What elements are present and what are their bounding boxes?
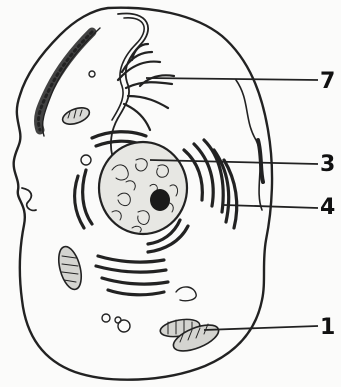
label-4: 4	[320, 195, 335, 220]
pointer-line-1	[204, 326, 318, 330]
label-7: 7	[320, 69, 335, 94]
label-1: 1	[320, 315, 335, 340]
nucleolus	[150, 189, 170, 211]
pointer-line-7	[146, 78, 318, 80]
structure-3-nucleus	[99, 142, 187, 234]
label-3: 3	[320, 152, 335, 177]
mitochondrion-lower-left	[55, 244, 86, 292]
membrane-thickening	[258, 140, 263, 182]
mitochondrion-upper-left	[60, 105, 91, 128]
er-tubule-inner	[112, 18, 144, 120]
nuclear-envelope	[99, 142, 187, 234]
